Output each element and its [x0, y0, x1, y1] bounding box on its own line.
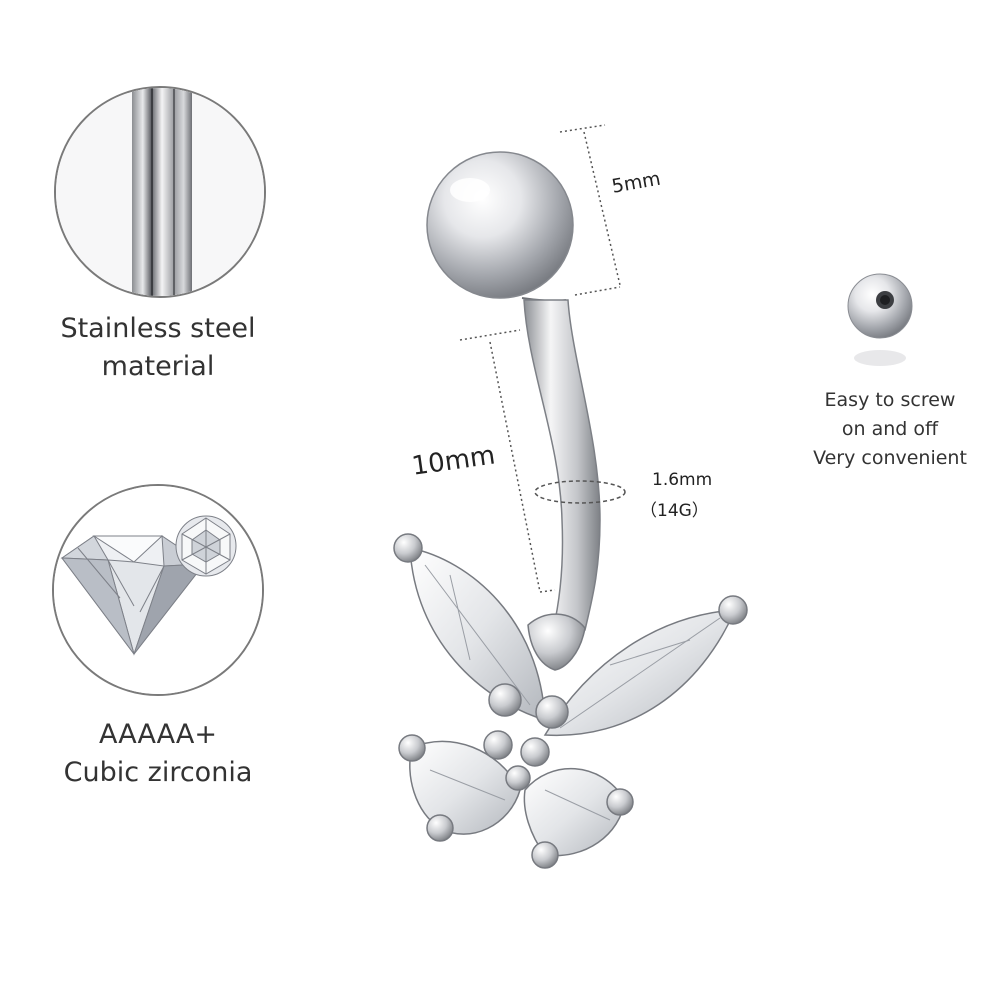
ball-dimension-marker: [559, 124, 621, 296]
claw-prongs: [393, 533, 748, 869]
steel-label-line-1: Stainless steel: [60, 313, 256, 344]
lower-left-wing-gem: [409, 740, 521, 835]
curved-barbell: [523, 299, 601, 631]
gauge-mm-label: 1.6mm: [652, 470, 713, 490]
zirconia-label-line-2: Cubic zirconia: [63, 757, 253, 788]
butterfly-charm: [393, 533, 748, 869]
gemstones-image: [54, 486, 262, 694]
steel-label-line-2: material: [101, 351, 215, 382]
steel-rod-image: [56, 88, 264, 296]
gauge-ellipse-marker: [534, 480, 626, 504]
screw-feature-label: Easy to screw on and off Very convenient: [790, 386, 990, 473]
screw-label-line-2: on and off: [841, 418, 939, 440]
zirconia-feature-label: AAAAA+ Cubic zirconia: [20, 716, 296, 792]
screw-ball-icon: [847, 273, 913, 366]
zirconia-closeup-circle: [52, 484, 264, 696]
gem-facets: [424, 564, 721, 821]
large-diamond-icon: [60, 535, 206, 656]
upper-left-wing-gem: [409, 547, 546, 722]
bar-dimension-marker: [459, 329, 556, 593]
screw-label-line-1: Easy to screw: [824, 389, 956, 411]
top-ball: [426, 151, 574, 302]
steel-feature-label: Stainless steel material: [20, 310, 296, 386]
steel-closeup-circle: [54, 86, 266, 298]
small-diamond-icon: [175, 515, 237, 577]
screw-label-line-3: Very convenient: [813, 447, 967, 469]
zirconia-label-line-1: AAAAA+: [99, 719, 217, 750]
gauge-g-label: （14G）: [640, 501, 709, 521]
lower-right-wing-gem: [523, 768, 626, 857]
butterfly-body-beads: [483, 613, 586, 791]
